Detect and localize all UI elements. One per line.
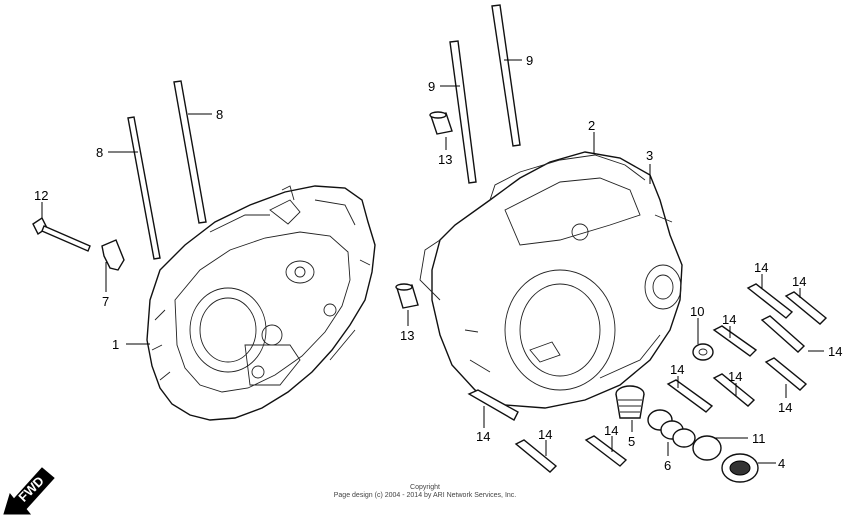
callout-14-f: 14 (722, 312, 736, 327)
callout-8-right: 8 (216, 107, 223, 122)
callout-14-e: 14 (728, 369, 742, 384)
callout-14-h: 14 (792, 274, 806, 289)
callout-2: 2 (588, 118, 595, 133)
callout-14-g: 14 (754, 260, 768, 275)
callout-labels: 1 2 3 4 5 6 7 8 8 9 9 10 11 12 13 13 14 … (34, 53, 842, 473)
copyright-line-1: Copyright (410, 484, 440, 491)
callout-10: 10 (690, 304, 704, 319)
copyright-line-2: Page design (c) 2004 - 2014 by ARI Netwo… (334, 492, 517, 499)
callout-9-left: 9 (428, 79, 435, 94)
callout-14-b: 14 (538, 427, 552, 442)
fwd-arrow-icon: FWD (3, 467, 55, 515)
callout-14-c: 14 (604, 423, 618, 438)
small-parts (615, 343, 759, 483)
callout-7: 7 (102, 294, 109, 309)
bolts-14 (467, 283, 828, 473)
callout-11: 11 (752, 431, 766, 446)
callout-13-top: 13 (438, 152, 452, 167)
callout-6: 6 (664, 458, 671, 473)
callout-9-right: 9 (526, 53, 533, 68)
callout-14-d: 14 (670, 362, 684, 377)
callout-14-a: 14 (476, 429, 490, 444)
dowel-pins (395, 111, 453, 309)
right-crankcase (419, 151, 683, 409)
callout-5: 5 (628, 434, 635, 449)
callout-12: 12 (34, 188, 48, 203)
callout-4: 4 (778, 456, 785, 471)
callout-14-i: 14 (828, 344, 842, 359)
copyright-notice: Copyright Page design (c) 2004 - 2014 by… (334, 484, 517, 499)
bolt-12-and-clip-7 (32, 216, 125, 271)
callout-13-mid: 13 (400, 328, 414, 343)
callout-3: 3 (646, 148, 653, 163)
callout-1: 1 (112, 337, 119, 352)
callout-8-left: 8 (96, 145, 103, 160)
left-crankcase (146, 185, 376, 421)
callout-14-j: 14 (778, 400, 792, 415)
leader-lines (41, 59, 824, 464)
